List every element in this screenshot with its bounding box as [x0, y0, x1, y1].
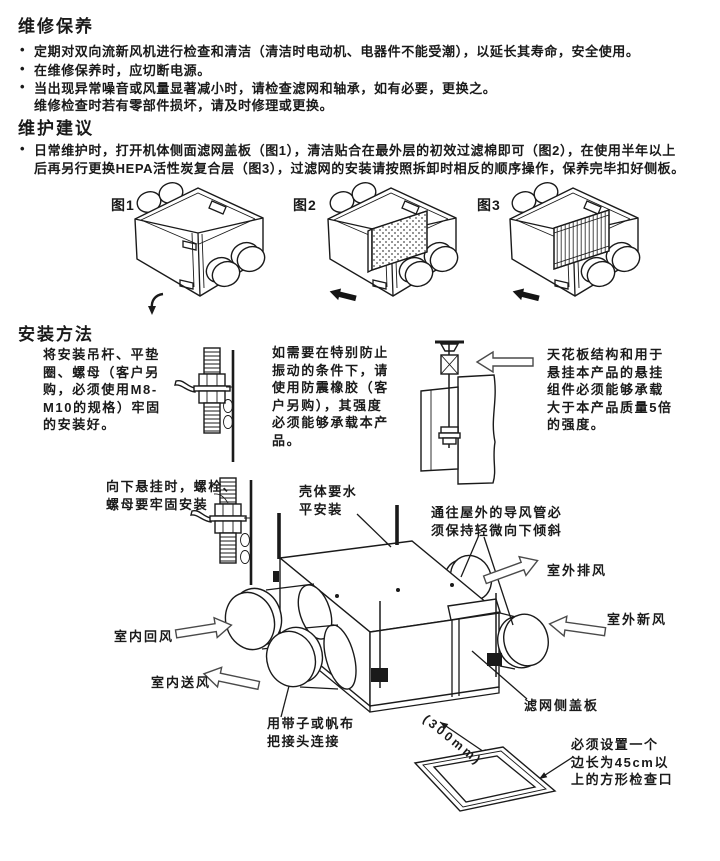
white-arrow-right-icon	[173, 614, 234, 645]
maintenance-bullet-3: 当出现异常噪音或风量显著减小时，请检查滤网和轴承，如有必要，更换之。	[34, 81, 497, 96]
maintenance-bullet-2: 在维修保养时，应切断电源。	[34, 63, 211, 78]
bullet-marker: •	[20, 42, 25, 57]
figure-2-label: 图2	[293, 197, 317, 213]
note-connect: 用带子或帆布 把接头连接	[267, 716, 355, 749]
maintenance-bullet-1: 定期对双向流新风机进行检查和清洁（清洁时电动机、电器件不能受潮），以延长其寿命，…	[34, 44, 640, 59]
label-indoor-supply: 室内送风	[151, 675, 212, 690]
note-duct-slope: 通往屋外的导风管必 须保持轻微向下倾斜	[431, 505, 563, 538]
bolt-diagram-1	[174, 347, 235, 462]
label-filter-cover: 滤网侧盖板	[524, 698, 600, 713]
bullet-marker: •	[20, 79, 25, 94]
section-title-install: 安装方法	[18, 325, 94, 344]
bullet-marker: •	[20, 141, 25, 156]
curved-arrow-icon	[148, 306, 156, 315]
inspection-opening-drawing	[413, 746, 557, 812]
white-arrow-left-icon	[476, 351, 534, 373]
figure-3-drawing	[508, 178, 645, 305]
note-level: 壳体要水 平安装	[299, 484, 358, 517]
black-arrow-icon	[328, 286, 358, 305]
figure-1-label: 图1	[111, 197, 135, 213]
note-hang-down: 向下悬挂时，螺栓、 螺母要牢固安装	[106, 479, 238, 512]
note-rod: 将安装吊杆、平垫 圈、螺母（客户另 购，必须使用M8- M10的规格）牢固 的安…	[43, 347, 161, 432]
section-title-maintenance: 维修保养	[18, 17, 94, 36]
bullet-marker: •	[20, 61, 25, 76]
figure-3-label: 图3	[477, 197, 501, 213]
label-outdoor-exhaust: 室外排风	[547, 563, 608, 578]
label-outdoor-fresh: 室外新风	[607, 612, 668, 627]
note-ceiling: 天花板结构和用于 悬挂本产品的悬挂 组件必须能够承载 大于本产品质量5倍 的强度…	[547, 347, 673, 432]
bolt-diagram-2	[190, 477, 253, 585]
white-arrow-left-icon	[547, 613, 608, 643]
section-title-advice: 维护建议	[18, 119, 94, 138]
figure-2-drawing	[326, 178, 463, 305]
advice-line-1: 日常维护时，打开机体侧面滤网盖板（图1），清洁贴合在最外层的初效过滤棉即可（图2…	[34, 143, 676, 158]
leader-lines	[213, 493, 574, 780]
note-rubber: 如需要在特别防止 振动的条件下，请 使用防震橡胶（客 户另购），其强度 必须能够…	[272, 345, 389, 448]
advice-line-2: 后再另行更换HEPA活性炭复合层（图3），过滤网的安装请按照拆卸时相反的顺序操作…	[34, 161, 685, 176]
note-inspection: 必须设置一个 边长为45cm以 上的方形检查口	[571, 737, 674, 787]
black-arrow-icon	[511, 286, 541, 305]
anti-vibration-hanger-diagram	[420, 340, 496, 485]
main-unit-drawing	[224, 505, 549, 713]
figure-1-drawing	[133, 178, 270, 315]
maintenance-extra-line: 维修检查时若有零部件损坏，请及时修理或更换。	[34, 98, 334, 113]
label-indoor-return: 室内回风	[114, 629, 175, 644]
